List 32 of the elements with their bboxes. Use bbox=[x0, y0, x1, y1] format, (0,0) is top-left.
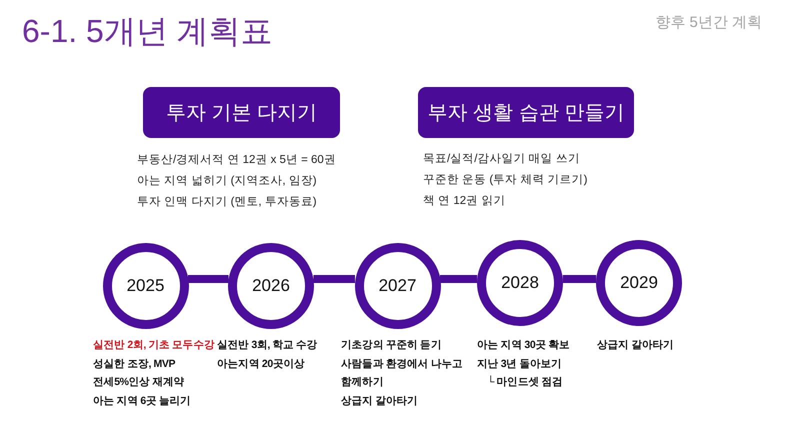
plan-item: 상급지 갈아타기 bbox=[341, 394, 418, 408]
list-item: 부동산/경제서적 연 12권 x 5년 = 60권 bbox=[137, 153, 336, 168]
plan-item: 실전반 3회, 학교 수강 bbox=[217, 338, 318, 353]
list-item: 목표/실적/감사일기 매일 쓰기 bbox=[423, 152, 580, 167]
year-circle: 2027 bbox=[354, 242, 440, 328]
plan-item: 아는 지역 6곳 늘리기 bbox=[93, 394, 191, 408]
subtitle-text: 향후 5년간 계획 bbox=[655, 13, 762, 33]
connector-line bbox=[314, 275, 355, 283]
heading-box: 투자 기본 다지기 bbox=[143, 87, 340, 138]
slide-title: 6-1. 5개년 계획표 bbox=[22, 12, 273, 51]
year-circle: 2026 bbox=[228, 242, 314, 328]
connector-line bbox=[562, 275, 596, 283]
plan-item: 지난 3년 돌아보기 bbox=[477, 356, 562, 372]
plan-item: 전세5%인상 재계약 bbox=[93, 375, 184, 390]
year-circle: 2029 bbox=[596, 240, 682, 326]
plan-item: 아는지역 20곳이상 bbox=[217, 356, 305, 372]
list-item: 책 연 12권 읽기 bbox=[423, 194, 506, 209]
list-item: 꾸준한 운동 (투자 체력 기르기) bbox=[423, 173, 588, 188]
list-item: 투자 인맥 다지기 (멘토, 투자동료) bbox=[137, 195, 317, 210]
plan-item: 성실한 조장, MVP bbox=[93, 356, 176, 372]
connector-line bbox=[188, 275, 228, 283]
list-item: 아는 지역 넓히기 (지역조사, 임장) bbox=[137, 174, 317, 189]
year-circle: 2025 bbox=[102, 242, 188, 328]
plan-item: 상급지 갈아타기 bbox=[597, 338, 674, 353]
plan-item: 아는 지역 30곳 확보 bbox=[477, 338, 570, 353]
plan-item: └ 마인드셋 점검 bbox=[487, 374, 563, 390]
heading-box: 부자 생활 습관 만들기 bbox=[418, 87, 634, 138]
plan-item: 기초강의 꾸준히 듣기 bbox=[341, 338, 442, 353]
year-circle: 2028 bbox=[477, 240, 563, 326]
connector-line bbox=[440, 275, 478, 283]
plan-item: 실전반 2회, 기초 모두수강 bbox=[93, 338, 215, 353]
plan-item: 사람들과 환경에서 나누고 함께하기 bbox=[341, 356, 464, 390]
